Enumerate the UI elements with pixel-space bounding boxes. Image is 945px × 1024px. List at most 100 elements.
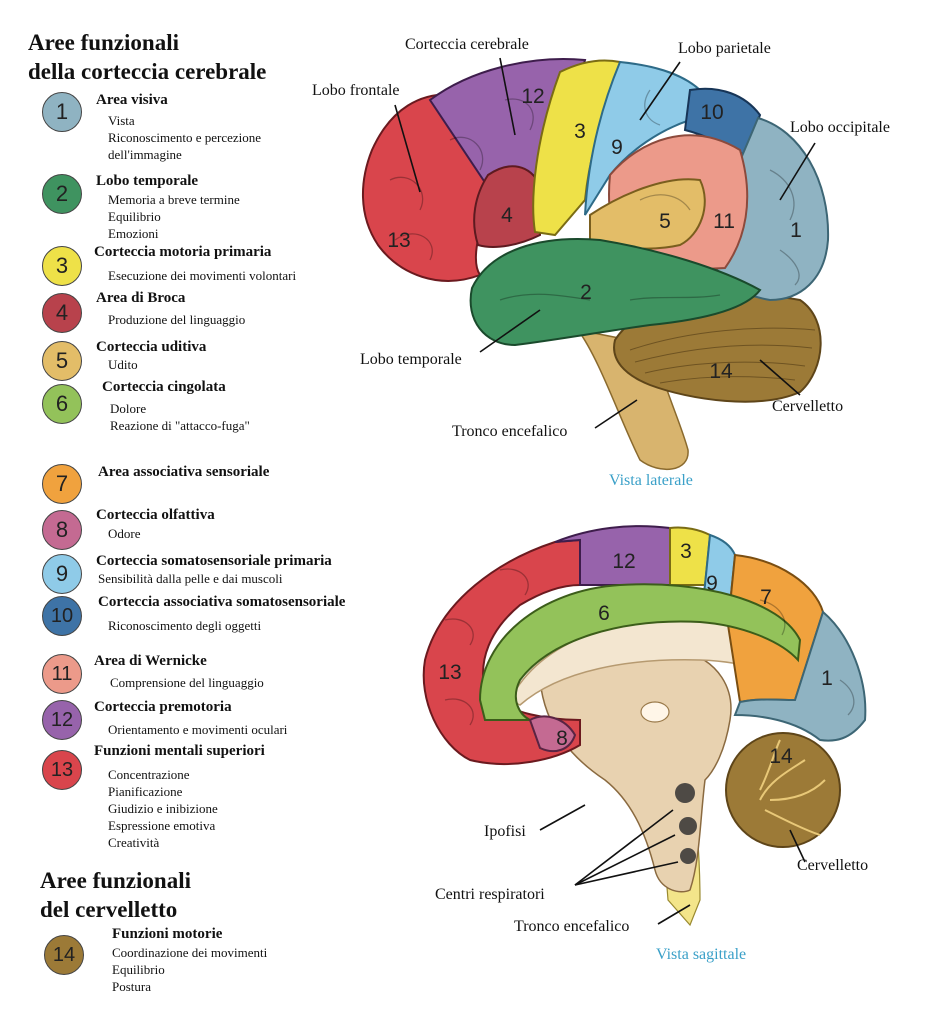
legend-title: Corteccia uditiva bbox=[96, 339, 207, 355]
legend-title: Area associativa sensoriale bbox=[98, 464, 270, 480]
legend-description-line: Pianificazione bbox=[108, 784, 183, 799]
legend-title: Corteccia premotoria bbox=[94, 699, 232, 715]
legend-description: Produzione del linguaggio bbox=[108, 311, 245, 328]
callout-cerebral-cortex: Corteccia cerebrale bbox=[405, 36, 529, 53]
region-2-lateral bbox=[469, 238, 762, 347]
region-number-label: 12 bbox=[521, 85, 544, 108]
legend-number-badge: 9 bbox=[42, 554, 82, 594]
callout-brainstem-sagittal: Tronco encefalico bbox=[514, 918, 630, 935]
legend-number-badge: 14 bbox=[44, 935, 84, 975]
callout-cerebellum-sagittal: Cervelletto bbox=[797, 857, 869, 874]
legend-description-line: Espressione emotiva bbox=[108, 818, 216, 833]
legend-number-badge: 4 bbox=[42, 293, 82, 333]
legend-description-line: Orientamento e movimenti oculari bbox=[108, 722, 288, 737]
region-14-sagittal bbox=[725, 732, 841, 848]
region-number-label: 13 bbox=[438, 661, 461, 684]
region-number-label: 7 bbox=[760, 586, 772, 609]
region-number-label: 11 bbox=[713, 210, 735, 233]
callout-frontal-lobe: Lobo frontale bbox=[312, 82, 400, 99]
callout-occipital-lobe: Lobo occipitale bbox=[790, 119, 890, 136]
legend-description-line: Equilibrio bbox=[112, 962, 165, 977]
region-number-label: 1 bbox=[821, 667, 833, 690]
legend-description: Esecuzione dei movimenti volontari bbox=[108, 267, 296, 284]
lateral-view-label: Vista laterale bbox=[609, 472, 693, 489]
legend-title: Area visiva bbox=[96, 92, 168, 108]
legend-description-line: Sensibilità dalla pelle e dai muscoli bbox=[98, 571, 283, 586]
region-number-label: 6 bbox=[598, 602, 610, 625]
region-number-label: 9 bbox=[611, 136, 623, 159]
callout-respiratory-centers: Centri respiratori bbox=[435, 886, 545, 903]
cerebellum-heading-line-1: Aree funzionali bbox=[40, 868, 191, 893]
region-number-label: 13 bbox=[387, 229, 410, 252]
cortex-heading-line-1: Aree funzionali bbox=[28, 30, 179, 55]
thalamus-shape bbox=[640, 701, 670, 723]
legend-number-badge: 13 bbox=[42, 750, 82, 790]
legend-number-badge: 3 bbox=[42, 246, 82, 286]
legend-description-line: Udito bbox=[108, 357, 138, 372]
callout-temporal-lobe: Lobo temporale bbox=[360, 351, 462, 368]
legend-number-badge: 10 bbox=[42, 596, 82, 636]
cerebellum-heading: Aree funzionali del cervelletto bbox=[40, 866, 191, 924]
legend-description-line: Coordinazione dei movimenti bbox=[112, 945, 268, 960]
legend-number-badge: 1 bbox=[42, 92, 82, 132]
legend-title: Funzioni motorie bbox=[112, 926, 223, 942]
respiratory-center-spot bbox=[675, 783, 695, 803]
legend-title: Corteccia associativa somatosensoriale bbox=[98, 594, 346, 610]
legend-description-line: Emozioni bbox=[108, 226, 159, 241]
respiratory-center-spot bbox=[680, 848, 696, 864]
legend-description-line: Equilibrio bbox=[108, 209, 161, 224]
region-1-sagittal bbox=[733, 610, 867, 742]
region-number-label: 5 bbox=[659, 210, 671, 233]
legend-description-line: Postura bbox=[112, 979, 151, 994]
region-number-label: 14 bbox=[769, 745, 793, 768]
legend-title: Area di Wernicke bbox=[94, 653, 207, 669]
legend-description-line: Riconoscimento degli oggetti bbox=[108, 618, 262, 633]
legend-number-badge: 12 bbox=[42, 700, 82, 740]
legend-description: Comprensione del linguaggio bbox=[110, 674, 264, 691]
legend-description-line: Comprensione del linguaggio bbox=[110, 675, 264, 690]
legend-title: Corteccia somatosensoriale primaria bbox=[96, 553, 332, 569]
legend-description-line: Reazione di "attacco-fuga" bbox=[110, 418, 250, 433]
region-9-lateral bbox=[584, 60, 702, 216]
legend-description-line: dell'immagine bbox=[108, 147, 182, 162]
legend-description-line: Concentrazione bbox=[108, 767, 190, 782]
legend-description: Sensibilità dalla pelle e dai muscoli bbox=[98, 570, 282, 587]
legend-number-badge: 2 bbox=[42, 174, 82, 214]
legend-description-line: Vista bbox=[108, 113, 135, 128]
legend-description: Udito bbox=[108, 356, 138, 373]
sagittal-gyri-texture bbox=[444, 568, 855, 726]
legend-description: Orientamento e movimenti oculari bbox=[108, 721, 287, 738]
legend-title: Corteccia cingolata bbox=[102, 379, 226, 395]
legend-description-line: Esecuzione dei movimenti volontari bbox=[108, 268, 297, 283]
region-5-lateral bbox=[589, 178, 706, 250]
callout-parietal-lobe: Lobo parietale bbox=[678, 40, 771, 57]
legend-title: Area di Broca bbox=[96, 290, 186, 306]
sagittal-view: 12 3 9 7 6 13 1 8 14 bbox=[422, 525, 867, 927]
region-number-label: 8 bbox=[556, 727, 568, 750]
region-number-label: 3 bbox=[574, 120, 586, 143]
cerebellum-arbor-vitae bbox=[759, 739, 826, 836]
callout-cerebellum-lateral: Cervelletto bbox=[772, 398, 844, 415]
region-number-label: 4 bbox=[501, 204, 513, 227]
cerebellum-folia-lateral bbox=[629, 327, 816, 384]
legend-number-badge: 5 bbox=[42, 341, 82, 381]
legend-number-badge: 8 bbox=[42, 510, 82, 550]
legend-description-line: Dolore bbox=[110, 401, 147, 416]
region-number-label: 1 bbox=[790, 219, 802, 242]
region-number-label: 2 bbox=[580, 281, 592, 304]
cortex-heading: Aree funzionali della corteccia cerebral… bbox=[28, 28, 266, 86]
region-number-label: 12 bbox=[612, 550, 635, 573]
legend-title: Funzioni mentali superiori bbox=[94, 743, 265, 759]
legend-title: Corteccia olfattiva bbox=[96, 507, 215, 523]
legend-description-line: Riconoscimento e percezione bbox=[108, 130, 262, 145]
region-13-sagittal bbox=[422, 538, 581, 766]
legend-description-line: Memoria a breve termine bbox=[108, 192, 240, 207]
lateral-view: 12 3 9 10 1 13 4 5 11 2 14 bbox=[361, 57, 830, 470]
legend-description-line: Odore bbox=[108, 526, 141, 541]
legend-number-badge: 6 bbox=[42, 384, 82, 424]
